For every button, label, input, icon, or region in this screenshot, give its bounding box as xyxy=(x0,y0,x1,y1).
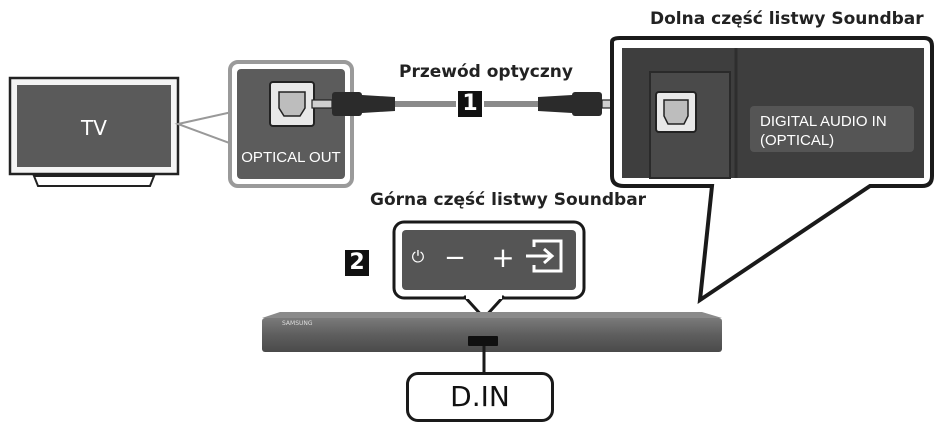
step-1-badge: 1 xyxy=(458,91,482,117)
soundbar: SAMSUNG xyxy=(262,312,722,372)
top-controls-inset: ⏻ − + xyxy=(392,220,586,321)
top-controls-panel xyxy=(402,230,576,290)
soundbar-top-face xyxy=(262,312,722,318)
soundbar-rear-inset: DIGITAL AUDIO IN (OPTICAL) xyxy=(610,36,934,305)
step-2-badge: 2 xyxy=(345,250,369,276)
right-plug-boot xyxy=(538,95,572,113)
tv-label: TV xyxy=(80,116,107,140)
left-plug-tip xyxy=(311,99,333,109)
optical-cable-label: Przewód optyczny xyxy=(399,62,573,82)
display-readout: D.IN xyxy=(406,372,554,422)
soundbar-display xyxy=(468,336,498,346)
power-icon: ⏻ xyxy=(412,247,425,266)
optical-out-socket xyxy=(278,91,306,117)
digital-audio-in-label-box xyxy=(750,106,914,152)
source-icon xyxy=(526,239,563,273)
volume-up-icon: + xyxy=(491,241,514,274)
digital-audio-in-label-optical: (OPTICAL) xyxy=(760,132,834,149)
tv-port-inset: OPTICAL OUT xyxy=(228,60,354,188)
optical-out-label: OPTICAL OUT xyxy=(241,149,340,166)
digital-audio-in-socket xyxy=(663,99,689,125)
soundbar-brand-logo: SAMSUNG xyxy=(282,320,313,327)
soundbar-top-title: Górna część listwy Soundbar xyxy=(370,190,647,210)
tv: TV xyxy=(8,76,180,187)
tv-stand xyxy=(32,175,156,187)
digital-audio-in-label: DIGITAL AUDIO IN xyxy=(760,113,887,130)
left-plug-body xyxy=(332,92,362,116)
soundbar-bottom-title: Dolna część listwy Soundbar xyxy=(650,9,924,29)
soundbar-front xyxy=(262,318,722,352)
volume-down-icon: − xyxy=(444,243,466,273)
left-plug-boot xyxy=(362,95,395,113)
tv-screen xyxy=(17,85,171,167)
tv-callout-pointer xyxy=(174,110,233,146)
right-plug-body xyxy=(572,92,602,116)
